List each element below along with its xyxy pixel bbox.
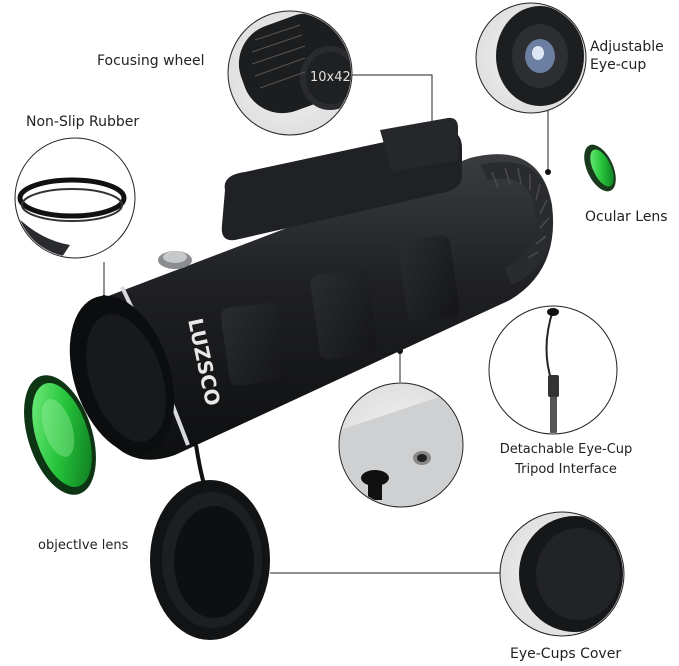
label-non-slip-rubber: Non-Slip Rubber: [26, 114, 140, 130]
rubber-ring-inset: [14, 137, 136, 259]
label-adjustable-line2: Eye-cup: [590, 57, 647, 73]
label-tripod-line2: Tripod Interface: [515, 462, 617, 477]
label-adjustable-line1: Adjustable: [590, 39, 664, 55]
eyecup-inset: [475, 2, 587, 114]
focusing-wheel-inset: [227, 10, 353, 136]
label-objective-lens: objectIve lens: [38, 538, 129, 553]
label-tripod-line1: Detachable Eye-Cup: [499, 442, 633, 457]
magnification-label: 10x42: [310, 70, 351, 85]
label-focusing-wheel: Focusing wheel: [97, 53, 205, 69]
label-tripod-interface: Detachable Eye-Cup Tripod Interface: [495, 440, 637, 480]
eyecups-cover-inset: [499, 511, 625, 637]
monocular-body: [69, 117, 554, 485]
objective-cap: [150, 480, 270, 640]
label-ocular-lens: Ocular Lens: [585, 209, 668, 225]
ocular-lens-element: [584, 144, 616, 192]
tripod-interface-inset: [338, 382, 464, 508]
strap-inset: [488, 305, 618, 435]
objective-lens-element: [24, 375, 96, 495]
label-eyecups-cover: Eye-Cups Cover: [510, 646, 622, 662]
label-adjustable-eyecup: Adjustable Eye-cup: [590, 38, 664, 74]
